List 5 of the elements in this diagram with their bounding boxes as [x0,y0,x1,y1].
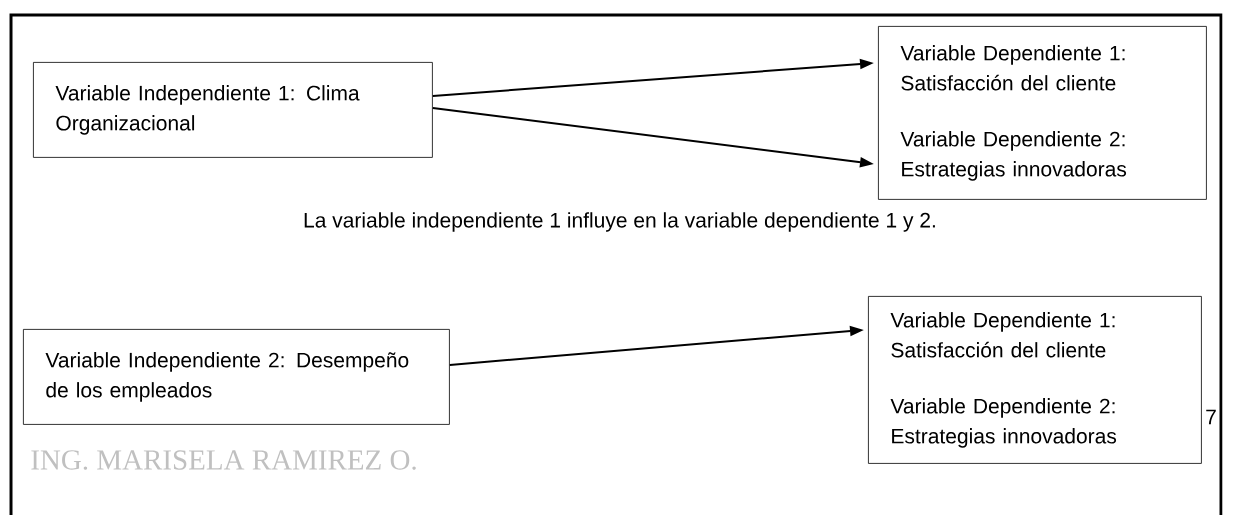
statement-text: La variable independiente 1 influye en la variable dependiente 1 y 2. [304,212,935,232]
variable-box: Variable Independiente 1: Clima Organizacional [33,62,433,158]
variable-box: Variable Dependiente 1: Satisfacción del cliente Variable Dependiente 2: Estrategias innovadoras [878,26,1207,200]
variable-box: Variable Dependiente 1: Satisfacción del cliente Variable Dependiente 2: Estrategias innovadoras [868,296,1202,464]
variable-box: Variable Independiente 2: Desempeño de los empleados [23,329,450,425]
